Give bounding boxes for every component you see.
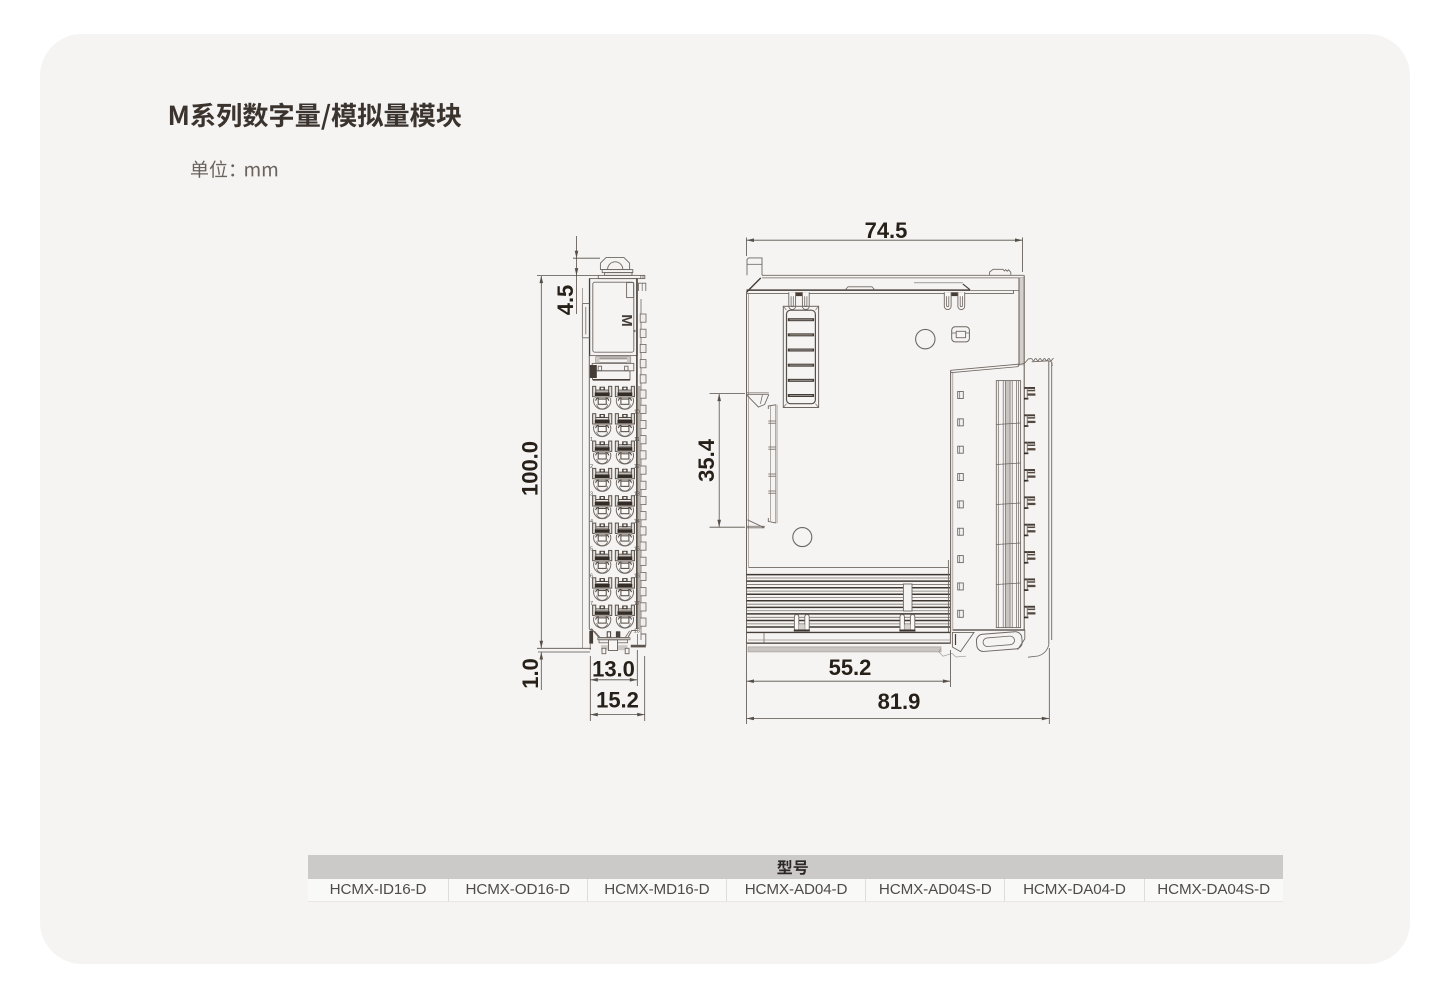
svg-text:35.4: 35.4: [694, 438, 719, 482]
svg-text:15.2: 15.2: [596, 688, 639, 713]
svg-text:4.5: 4.5: [553, 285, 578, 316]
svg-text:13.0: 13.0: [592, 657, 635, 682]
svg-text:18: 18: [634, 628, 640, 634]
svg-text:14: 14: [634, 519, 640, 525]
svg-text:6: 6: [590, 574, 593, 580]
svg-text:12: 12: [634, 464, 640, 470]
svg-text:74.5: 74.5: [865, 218, 908, 243]
svg-text:5: 5: [590, 546, 593, 552]
svg-text:10: 10: [634, 410, 640, 416]
svg-text:55.2: 55.2: [829, 655, 872, 680]
svg-text:100.0: 100.0: [518, 441, 543, 496]
svg-text:M: M: [618, 314, 635, 327]
svg-text:16: 16: [634, 574, 640, 580]
svg-text:17: 17: [634, 601, 640, 607]
svg-text:*: *: [629, 330, 636, 333]
svg-text:1: 1: [590, 437, 593, 443]
svg-text:11: 11: [634, 437, 640, 443]
svg-text:4: 4: [590, 519, 593, 525]
svg-text:7: 7: [590, 601, 593, 607]
svg-text:1.0: 1.0: [518, 658, 543, 689]
svg-text:13: 13: [634, 492, 640, 498]
svg-text:15: 15: [634, 546, 640, 552]
svg-text:3: 3: [590, 492, 593, 498]
svg-text:81.9: 81.9: [878, 689, 921, 714]
svg-text:2: 2: [590, 464, 593, 470]
